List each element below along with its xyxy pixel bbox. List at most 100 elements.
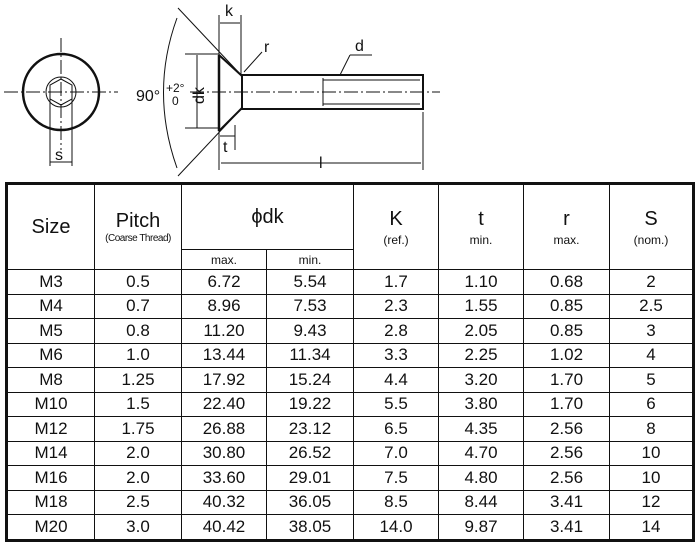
- cell-s: 3: [609, 318, 694, 344]
- cell-s: 12: [609, 489, 694, 515]
- cell-pitch: 0.8: [94, 318, 182, 344]
- cell-s: 2: [609, 269, 694, 295]
- cell-t: 3.20: [438, 367, 524, 393]
- cell-size: M5: [6, 318, 95, 344]
- header-dk-max: max.: [181, 249, 267, 270]
- cell-size: M4: [6, 293, 95, 319]
- cell-size: M14: [6, 440, 95, 466]
- header-size: Size: [6, 183, 95, 270]
- cell-r: 2.56: [523, 416, 610, 442]
- cell-dk-min: 9.43: [266, 318, 354, 344]
- cell-k: 6.5: [353, 416, 439, 442]
- header-s: S (nom.): [609, 183, 694, 270]
- cell-r: 0.85: [523, 293, 610, 319]
- dk-label: dk: [191, 86, 208, 104]
- cell-size: M12: [6, 416, 95, 442]
- angle-tolerance-plus: +2°: [166, 81, 185, 95]
- l-label: l: [319, 155, 323, 172]
- screw-technical-drawing: s k r d dk 90° +2° 0 t l: [4, 3, 440, 177]
- cell-t: 1.55: [438, 293, 524, 319]
- cell-t: 4.35: [438, 416, 524, 442]
- cell-size: M16: [6, 465, 95, 491]
- cell-dk-min: 38.05: [266, 514, 354, 541]
- cell-k: 14.0: [353, 514, 439, 541]
- cell-k: 8.5: [353, 489, 439, 515]
- cell-dk-min: 11.34: [266, 342, 354, 368]
- cell-dk-max: 26.88: [181, 416, 267, 442]
- cell-dk-min: 7.53: [266, 293, 354, 319]
- cell-k: 2.3: [353, 293, 439, 319]
- cell-pitch: 2.5: [94, 489, 182, 515]
- cell-dk-max: 6.72: [181, 269, 267, 295]
- cell-t: 2.05: [438, 318, 524, 344]
- cell-dk-max: 40.32: [181, 489, 267, 515]
- cell-t: 1.10: [438, 269, 524, 295]
- cell-pitch: 0.5: [94, 269, 182, 295]
- cell-k: 4.4: [353, 367, 439, 393]
- cell-dk-min: 26.52: [266, 440, 354, 466]
- cell-r: 1.02: [523, 342, 610, 368]
- cell-k: 1.7: [353, 269, 439, 295]
- cell-size: M6: [6, 342, 95, 368]
- cell-size: M8: [6, 367, 95, 393]
- k-note: (ref.): [383, 232, 409, 247]
- cell-dk-max: 13.44: [181, 342, 267, 368]
- cell-dk-min: 19.22: [266, 391, 354, 417]
- cell-dk-min: 29.01: [266, 465, 354, 491]
- cell-t: 3.80: [438, 391, 524, 417]
- header-dk: ϕdk: [181, 183, 354, 250]
- s-note: (nom.): [633, 232, 669, 247]
- cell-k: 7.5: [353, 465, 439, 491]
- cell-s: 10: [609, 465, 694, 491]
- cell-r: 2.56: [523, 465, 610, 491]
- cell-pitch: 2.0: [94, 440, 182, 466]
- head-top-view: [4, 38, 118, 166]
- cell-k: 3.3: [353, 342, 439, 368]
- cell-s: 6: [609, 391, 694, 417]
- cell-pitch: 1.0: [94, 342, 182, 368]
- cell-t: 4.80: [438, 465, 524, 491]
- cell-dk-max: 22.40: [181, 391, 267, 417]
- cell-dk-max: 17.92: [181, 367, 267, 393]
- t-note: min.: [469, 232, 493, 247]
- cell-s: 8: [609, 416, 694, 442]
- header-k: K(ref.): [353, 183, 439, 270]
- cell-size: M3: [6, 269, 95, 295]
- pitch-note: (Coarse Thread): [105, 233, 171, 244]
- cell-dk-min: 23.12: [266, 416, 354, 442]
- cell-r: 1.70: [523, 391, 610, 417]
- cell-t: 2.25: [438, 342, 524, 368]
- t-label: t: [223, 139, 228, 156]
- cell-dk-max: 40.42: [181, 514, 267, 541]
- cell-dk-max: 30.80: [181, 440, 267, 466]
- cell-s: 5: [609, 367, 694, 393]
- cell-r: 3.41: [523, 514, 610, 541]
- cell-r: 0.68: [523, 269, 610, 295]
- pitch-title: Pitch: [115, 210, 161, 232]
- screw-side-view: [163, 7, 440, 177]
- cell-dk-max: 11.20: [181, 318, 267, 344]
- cell-size: M10: [6, 391, 95, 417]
- header-dk-min: min.: [266, 249, 354, 270]
- cell-k: 5.5: [353, 391, 439, 417]
- cell-pitch: 1.75: [94, 416, 182, 442]
- s-title: S: [644, 207, 658, 230]
- cell-r: 1.70: [523, 367, 610, 393]
- cell-dk-min: 5.54: [266, 269, 354, 295]
- cell-s: 4: [609, 342, 694, 368]
- cell-r: 2.56: [523, 440, 610, 466]
- d-label: d: [355, 38, 364, 55]
- cell-dk-min: 15.24: [266, 367, 354, 393]
- cell-r: 0.85: [523, 318, 610, 344]
- cell-k: 7.0: [353, 440, 439, 466]
- cell-dk-max: 8.96: [181, 293, 267, 319]
